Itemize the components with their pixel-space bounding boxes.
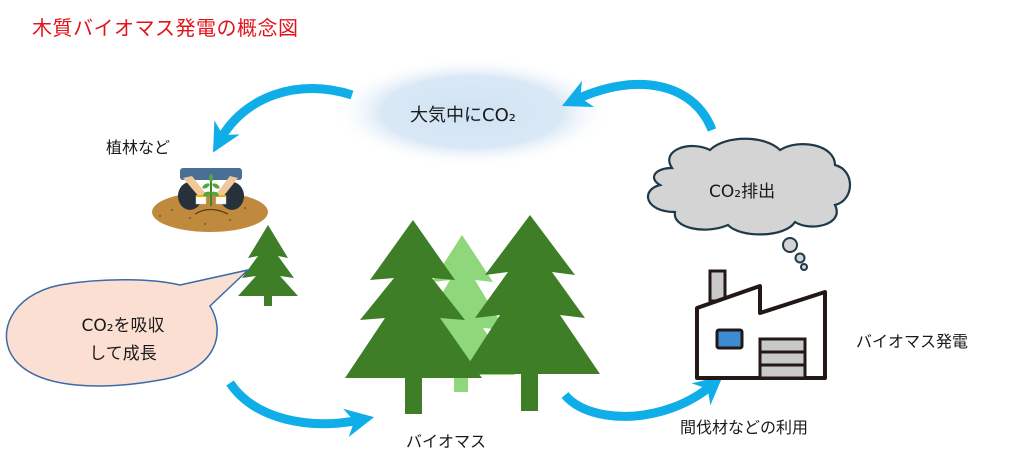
arrow-atmosphere-to-planting bbox=[212, 84, 354, 153]
thinned-wood-utilization-label: 間伐材などの利用 bbox=[680, 418, 809, 437]
atmosphere-co2-label: 大気中にCO₂ bbox=[410, 105, 516, 126]
forest-tree-left bbox=[345, 220, 482, 414]
atmosphere-glow bbox=[332, 57, 612, 167]
forest-tree-right bbox=[462, 215, 600, 411]
co2-emission-label: CO₂排出 bbox=[709, 182, 776, 202]
biomass-label: バイオマス bbox=[406, 432, 487, 451]
factory-icon bbox=[695, 269, 827, 380]
absorption-speech-bubble bbox=[5, 268, 251, 387]
planting-hands-icon bbox=[152, 168, 268, 232]
absorption-label-line2: して成長 bbox=[89, 344, 157, 364]
arrow-growth-to-biomass bbox=[226, 380, 375, 437]
biomass-power-label: バイオマス発電 bbox=[856, 332, 969, 351]
absorption-label-line1: CO₂を吸収 bbox=[81, 316, 165, 336]
thought-cloud-icon bbox=[647, 137, 851, 271]
planting-label: 植林など bbox=[106, 138, 171, 157]
arrow-biomass-to-power bbox=[561, 375, 723, 421]
arrow-emission-to-atmosphere bbox=[561, 79, 717, 132]
sapling-tree-icon bbox=[238, 225, 298, 306]
diagram-title: 木質バイオマス発電の概念図 bbox=[32, 16, 299, 40]
forest-icon bbox=[345, 215, 600, 414]
absorption-label: CO₂を吸収 して成長 bbox=[38, 312, 208, 368]
